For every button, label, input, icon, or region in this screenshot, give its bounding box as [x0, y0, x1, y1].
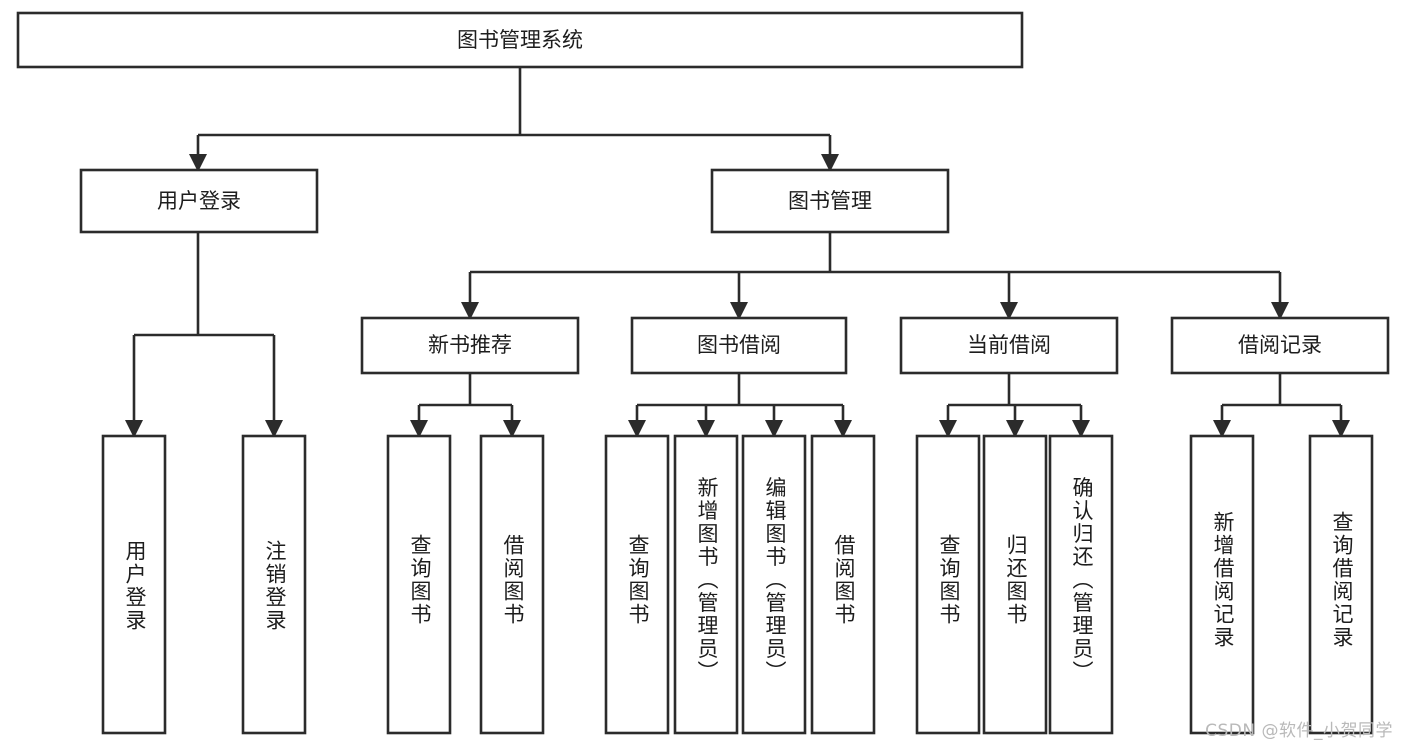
- leaf-nb-borrow-book[interactable]: 借阅图书: [479, 434, 545, 735]
- node-new-book-recommend-label: 新书推荐: [428, 333, 512, 357]
- leaf-logout-label: 注销登录: [263, 540, 287, 632]
- node-borrow-record-box[interactable]: [1170, 316, 1390, 375]
- leaf-cb-return-book-box[interactable]: [982, 434, 1048, 735]
- leaf-nb-query-book[interactable]: 查询图书: [386, 434, 452, 735]
- leaf-br-add-record-box[interactable]: [1189, 434, 1255, 735]
- leaf-logout-box[interactable]: [241, 434, 307, 735]
- node-book-borrow-label: 图书借阅: [697, 333, 781, 357]
- leaf-bb-edit-book-label: 编辑图书（管理员）: [763, 477, 787, 684]
- node-new-book-recommend[interactable]: 新书推荐: [360, 316, 580, 375]
- leaf-logout[interactable]: 注销登录: [241, 434, 307, 735]
- leaf-cb-query-book-box[interactable]: [915, 434, 981, 735]
- leaf-cb-confirm-return-box[interactable]: [1048, 434, 1114, 735]
- node-book-management-box[interactable]: [710, 168, 950, 234]
- node-user-login[interactable]: 用户登录: [79, 168, 319, 234]
- leaf-bb-add-book-label: 新增图书（管理员）: [695, 477, 719, 684]
- node-current-borrow-box[interactable]: [899, 316, 1119, 375]
- node-current-borrow[interactable]: 当前借阅: [899, 316, 1119, 375]
- leaf-br-query-record-label: 查询借阅记录: [1330, 511, 1354, 649]
- leaf-bb-edit-book-box[interactable]: [741, 434, 807, 735]
- node-root-label: 图书管理系统: [457, 28, 583, 52]
- node-borrow-record-label: 借阅记录: [1238, 333, 1322, 357]
- leaf-user-login-label: 用户登录: [123, 540, 147, 632]
- leaf-nb-borrow-book-label: 借阅图书: [501, 534, 525, 626]
- node-book-borrow-box[interactable]: [630, 316, 848, 375]
- leaf-cb-return-book[interactable]: 归还图书: [982, 434, 1048, 735]
- leaf-user-login[interactable]: 用户登录: [101, 434, 167, 735]
- leaf-bb-edit-book[interactable]: 编辑图书（管理员）: [741, 434, 807, 735]
- node-user-login-box[interactable]: [79, 168, 319, 234]
- connector-group: [125, 67, 1350, 438]
- leaf-nb-borrow-book-box[interactable]: [479, 434, 545, 735]
- node-root-box[interactable]: [16, 11, 1024, 69]
- leaf-bb-add-book-box[interactable]: [673, 434, 739, 735]
- node-root[interactable]: 图书管理系统: [16, 11, 1024, 69]
- leaf-bb-borrow-book-box[interactable]: [810, 434, 876, 735]
- node-new-book-recommend-box[interactable]: [360, 316, 580, 375]
- leaf-bb-borrow-book[interactable]: 借阅图书: [810, 434, 876, 735]
- leaf-br-add-record[interactable]: 新增借阅记录: [1189, 434, 1255, 735]
- leaf-br-query-record-box[interactable]: [1308, 434, 1374, 735]
- leaf-cb-confirm-return[interactable]: 确认归还（管理员）: [1048, 434, 1114, 735]
- leaf-bb-borrow-book-label: 借阅图书: [832, 534, 856, 626]
- leaf-cb-query-book[interactable]: 查询图书: [915, 434, 981, 735]
- node-book-borrow[interactable]: 图书借阅: [630, 316, 848, 375]
- leaf-cb-confirm-return-label: 确认归还（管理员）: [1070, 477, 1094, 684]
- node-user-login-label: 用户登录: [157, 189, 241, 213]
- node-book-management[interactable]: 图书管理: [710, 168, 950, 234]
- leaf-bb-query-book-box[interactable]: [604, 434, 670, 735]
- leaf-br-add-record-label: 新增借阅记录: [1211, 511, 1235, 649]
- leaf-bb-add-book[interactable]: 新增图书（管理员）: [673, 434, 739, 735]
- leaf-cb-return-book-label: 归还图书: [1004, 534, 1028, 626]
- leaf-user-login-box[interactable]: [101, 434, 167, 735]
- leaf-br-query-record[interactable]: 查询借阅记录: [1308, 434, 1374, 735]
- leaf-bb-query-book[interactable]: 查询图书: [604, 434, 670, 735]
- leaf-nb-query-book-box[interactable]: [386, 434, 452, 735]
- leaf-bb-query-book-label: 查询图书: [626, 534, 650, 626]
- leaf-cb-query-book-label: 查询图书: [937, 534, 961, 626]
- leaf-nb-query-book-label: 查询图书: [408, 534, 432, 626]
- node-current-borrow-label: 当前借阅: [967, 333, 1051, 357]
- node-book-management-label: 图书管理: [788, 189, 872, 213]
- node-borrow-record[interactable]: 借阅记录: [1170, 316, 1390, 375]
